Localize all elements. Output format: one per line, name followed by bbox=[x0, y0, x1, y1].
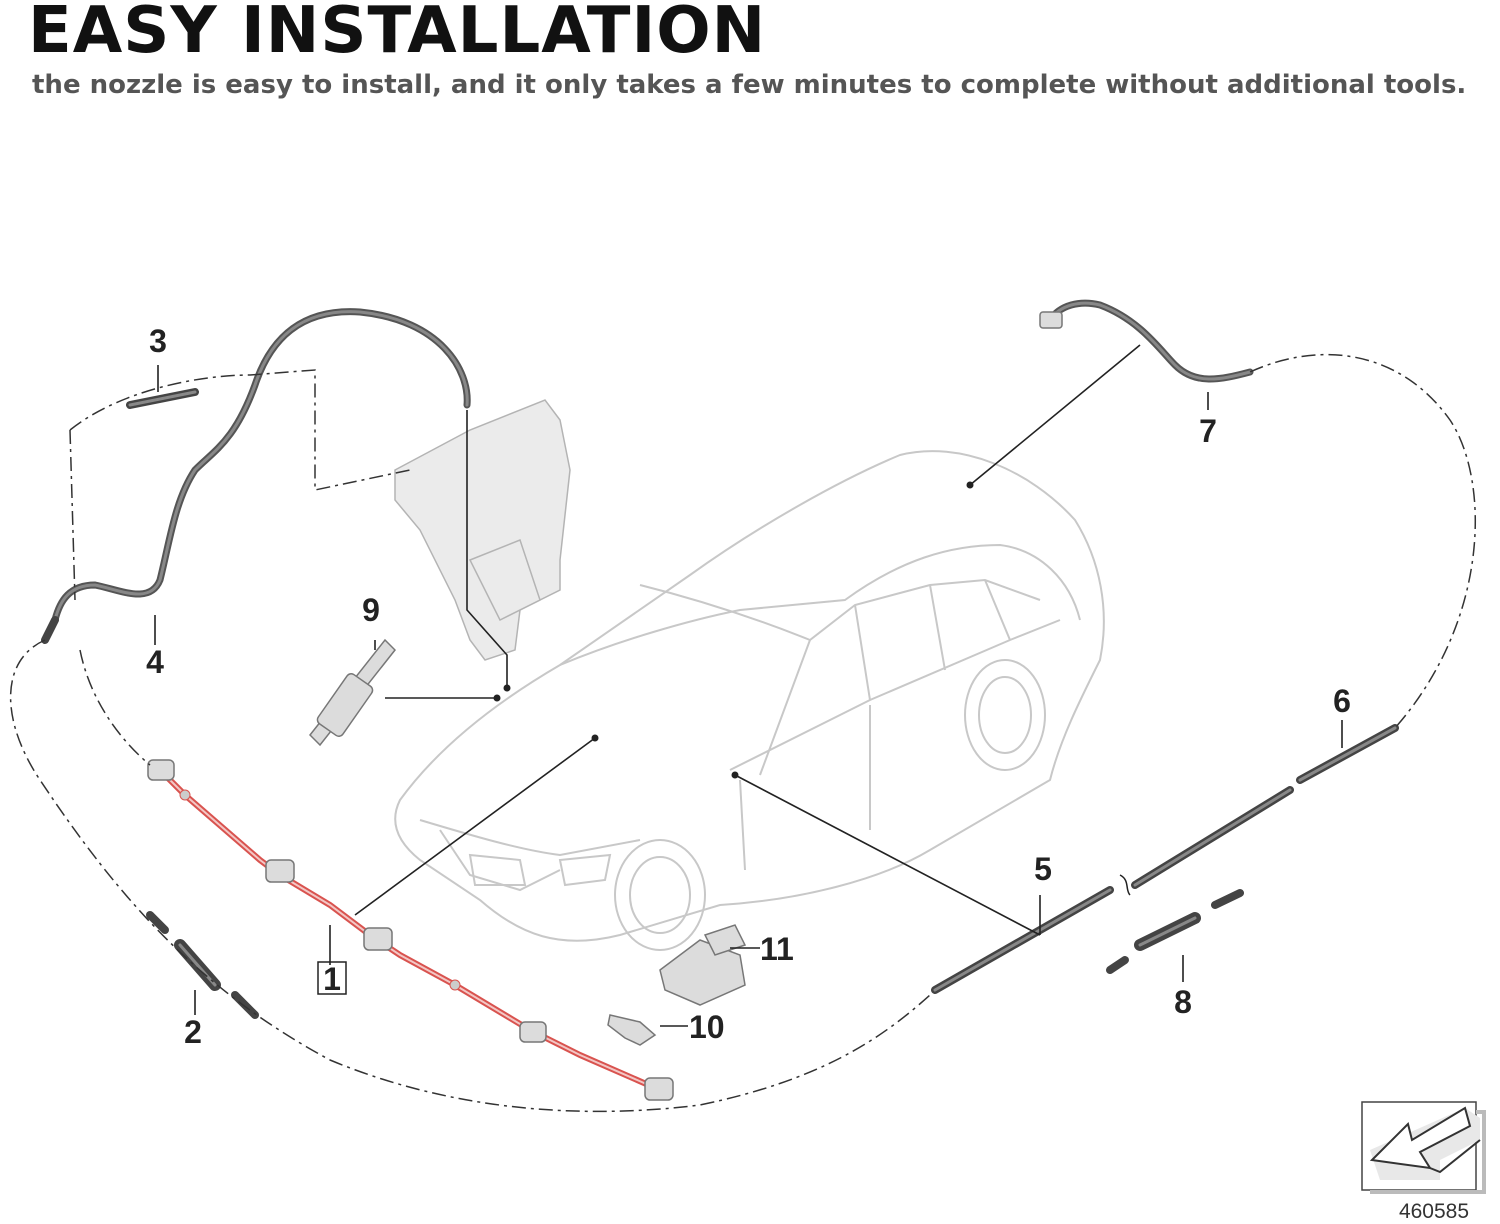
callout-4: 4 bbox=[146, 644, 164, 680]
hose-item-4 bbox=[41, 308, 471, 644]
orientation-box bbox=[1361, 1101, 1486, 1194]
callout-labels: 1 2 3 4 5 6 7 8 9 10 11 bbox=[146, 323, 1351, 1050]
connector-item-2 bbox=[146, 911, 259, 1019]
nozzle-hose-item-1 bbox=[147, 759, 674, 1101]
reference-number: 460585 bbox=[1399, 1200, 1469, 1223]
tube-item-6 bbox=[1119, 724, 1399, 896]
callout-2: 2 bbox=[184, 1014, 202, 1050]
connector-item-8 bbox=[1106, 889, 1244, 974]
callout-3: 3 bbox=[149, 323, 167, 359]
washer-reservoir bbox=[394, 399, 571, 661]
callout-10: 10 bbox=[689, 1009, 725, 1045]
car-outline bbox=[394, 450, 1105, 951]
callout-9: 9 bbox=[362, 592, 380, 628]
callout-5: 5 bbox=[1034, 851, 1052, 887]
leader-lines bbox=[154, 344, 1343, 1027]
bracket-item-11 bbox=[659, 924, 747, 1006]
callout-1-box bbox=[317, 961, 347, 995]
callout-7: 7 bbox=[1199, 413, 1217, 449]
page-title: EASY INSTALLATION bbox=[28, 0, 767, 68]
page-subtitle: the nozzle is easy to install, and it on… bbox=[32, 70, 1467, 100]
callout-1: 1 bbox=[323, 961, 341, 997]
callout-8: 8 bbox=[1174, 984, 1192, 1020]
callout-6: 6 bbox=[1333, 683, 1351, 719]
rear-hose-item-7 bbox=[1039, 299, 1254, 383]
hose-item-3 bbox=[126, 388, 199, 409]
sensor-item-10 bbox=[607, 1014, 657, 1046]
pump-item-9 bbox=[308, 638, 397, 747]
routing-dashed-lines bbox=[9, 353, 1476, 1113]
callout-11: 11 bbox=[760, 931, 794, 967]
tube-item-5 bbox=[931, 886, 1114, 994]
